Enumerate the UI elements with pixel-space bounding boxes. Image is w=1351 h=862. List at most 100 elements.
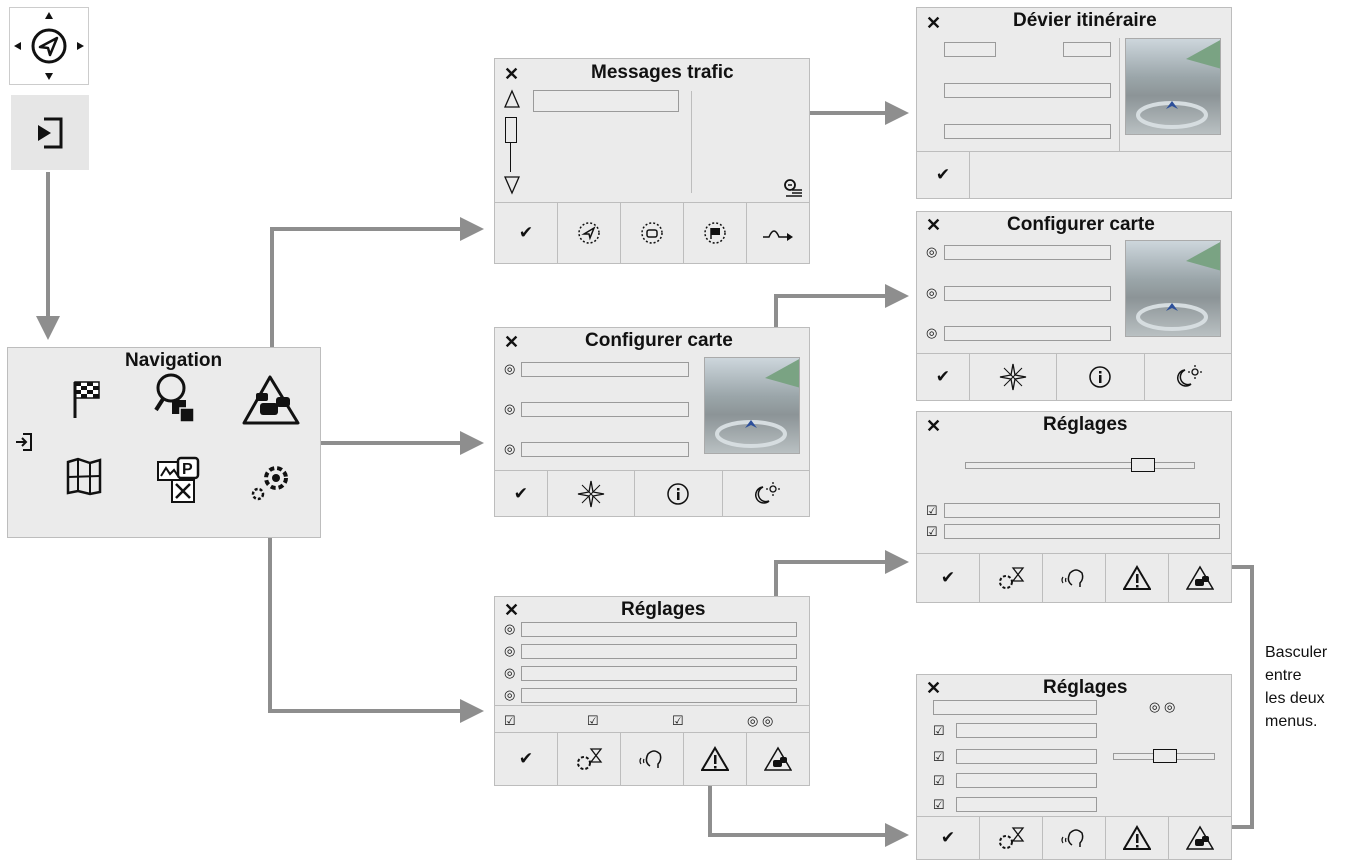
checkbox-field-2[interactable] <box>956 749 1097 764</box>
option-field-2[interactable] <box>944 286 1111 301</box>
scrollbar-track[interactable] <box>510 117 511 172</box>
checkbox-2[interactable]: ☑ <box>926 524 938 539</box>
checkbox-2[interactable]: ☑ <box>933 749 945 764</box>
settings-toolbar-2: ✔ <box>917 553 1231 602</box>
caption-line-3: les deux <box>1265 690 1325 707</box>
time-settings-button[interactable] <box>979 554 1042 602</box>
time-field[interactable] <box>1063 42 1111 57</box>
slider-track[interactable] <box>965 462 1195 469</box>
info-button[interactable] <box>1056 354 1143 400</box>
checkbox-4[interactable]: ☑ <box>933 797 945 812</box>
radio-option-3[interactable]: ◎ <box>926 325 938 340</box>
confirm-button[interactable]: ✔ <box>495 471 547 516</box>
message-field[interactable] <box>533 90 679 112</box>
option-field-3[interactable] <box>521 442 689 457</box>
confirm-button[interactable]: ✔ <box>495 203 557 263</box>
traffic-settings-button[interactable] <box>746 733 809 785</box>
close-icon[interactable]: ✕ <box>926 416 942 436</box>
orientation-button[interactable] <box>546 471 634 516</box>
time-settings-button[interactable] <box>979 817 1042 859</box>
radio-option-1[interactable]: ◎ <box>504 361 516 376</box>
route-field-2[interactable] <box>944 124 1111 139</box>
traffic-icon[interactable] <box>242 373 302 427</box>
close-icon[interactable]: ✕ <box>504 64 520 84</box>
radio-option-2[interactable]: ◎ <box>504 643 516 658</box>
option-field-2[interactable] <box>521 402 689 417</box>
close-icon[interactable]: ✕ <box>504 332 520 352</box>
option-field-4[interactable] <box>521 688 797 703</box>
confirm-check-icon: ✔ <box>518 223 534 242</box>
checkbox-1[interactable]: ☑ <box>504 713 516 728</box>
checkbox-3[interactable]: ☑ <box>672 713 684 728</box>
option-field-1[interactable] <box>521 622 797 637</box>
option-field-3[interactable] <box>521 666 797 681</box>
confirm-button[interactable]: ✔ <box>495 733 557 785</box>
confirm-button[interactable]: ✔ <box>917 554 979 602</box>
scroll-down-icon[interactable] <box>503 175 521 195</box>
orientation-button[interactable] <box>968 354 1056 400</box>
radio-pair[interactable]: ◎ ◎ <box>747 713 774 728</box>
checkbox-field-4[interactable] <box>956 797 1097 812</box>
close-icon[interactable]: ✕ <box>926 13 942 33</box>
settings-toolbar-3: ✔ <box>917 816 1231 859</box>
checkbox-field-1[interactable] <box>944 503 1220 518</box>
radio-option-1[interactable]: ◎ <box>926 244 938 259</box>
search-poi-icon[interactable] <box>152 370 200 426</box>
checkbox-field-3[interactable] <box>956 773 1097 788</box>
nearby-traffic-button[interactable] <box>620 203 683 263</box>
scroll-up-icon[interactable] <box>503 89 521 109</box>
radio-option-3[interactable]: ◎ <box>504 665 516 680</box>
radio-option-4[interactable]: ◎ <box>504 687 516 702</box>
checkbox-field-1[interactable] <box>956 723 1097 738</box>
voice-settings-button[interactable] <box>1042 554 1105 602</box>
radio-option-1[interactable]: ◎ <box>504 621 516 636</box>
close-icon[interactable]: ✕ <box>504 600 520 620</box>
traffic-settings-button[interactable] <box>1168 817 1231 859</box>
option-field-1[interactable] <box>521 362 689 377</box>
joystick-button[interactable] <box>9 7 89 85</box>
checkbox-2[interactable]: ☑ <box>587 713 599 728</box>
deviate-route-button[interactable] <box>746 203 809 263</box>
voice-settings-button[interactable] <box>1042 817 1105 859</box>
radio-option-2[interactable]: ◎ <box>926 285 938 300</box>
confirm-button[interactable]: ✔ <box>917 817 979 859</box>
confirm-button[interactable]: ✔ <box>917 354 969 400</box>
menu-enter-button[interactable] <box>11 95 89 170</box>
checkbox-field-2[interactable] <box>944 524 1220 539</box>
checkbox-1[interactable]: ☑ <box>933 723 945 738</box>
radio-option-2[interactable]: ◎ <box>504 401 516 416</box>
checkbox-3[interactable]: ☑ <box>933 773 945 788</box>
voice-settings-button[interactable] <box>620 733 683 785</box>
settings-gear-icon[interactable] <box>246 458 296 504</box>
alerts-button[interactable] <box>683 733 746 785</box>
map-icon[interactable] <box>64 456 104 496</box>
route-field-1[interactable] <box>944 83 1111 98</box>
confirm-button[interactable]: ✔ <box>917 152 969 198</box>
destination-traffic-button[interactable] <box>683 203 746 263</box>
scrollbar-thumb[interactable] <box>505 117 517 143</box>
alerts-button[interactable] <box>1105 817 1168 859</box>
radio-pair[interactable]: ◎ ◎ <box>1149 699 1176 714</box>
destination-flag-icon[interactable] <box>68 378 108 420</box>
info-button[interactable] <box>634 471 721 516</box>
close-icon[interactable]: ✕ <box>926 215 942 235</box>
distance-field[interactable] <box>944 42 996 57</box>
slider-thumb[interactable] <box>1131 458 1155 472</box>
services-parking-icon[interactable]: P <box>156 456 204 504</box>
slider-thumb[interactable] <box>1153 749 1177 763</box>
time-settings-button[interactable] <box>557 733 620 785</box>
alerts-button[interactable] <box>1105 554 1168 602</box>
option-field-1[interactable] <box>944 245 1111 260</box>
option-field-3[interactable] <box>944 326 1111 341</box>
day-night-button[interactable] <box>1143 354 1231 400</box>
checkbox-1[interactable]: ☑ <box>926 503 938 518</box>
exit-menu-icon[interactable] <box>13 431 35 453</box>
close-icon[interactable]: ✕ <box>926 678 942 698</box>
radio-option-3[interactable]: ◎ <box>504 441 516 456</box>
traffic-detail-icon[interactable] <box>782 177 804 199</box>
option-field-top[interactable] <box>933 700 1097 715</box>
route-traffic-button[interactable] <box>557 203 620 263</box>
traffic-settings-button[interactable] <box>1168 554 1231 602</box>
day-night-button[interactable] <box>721 471 809 516</box>
option-field-2[interactable] <box>521 644 797 659</box>
